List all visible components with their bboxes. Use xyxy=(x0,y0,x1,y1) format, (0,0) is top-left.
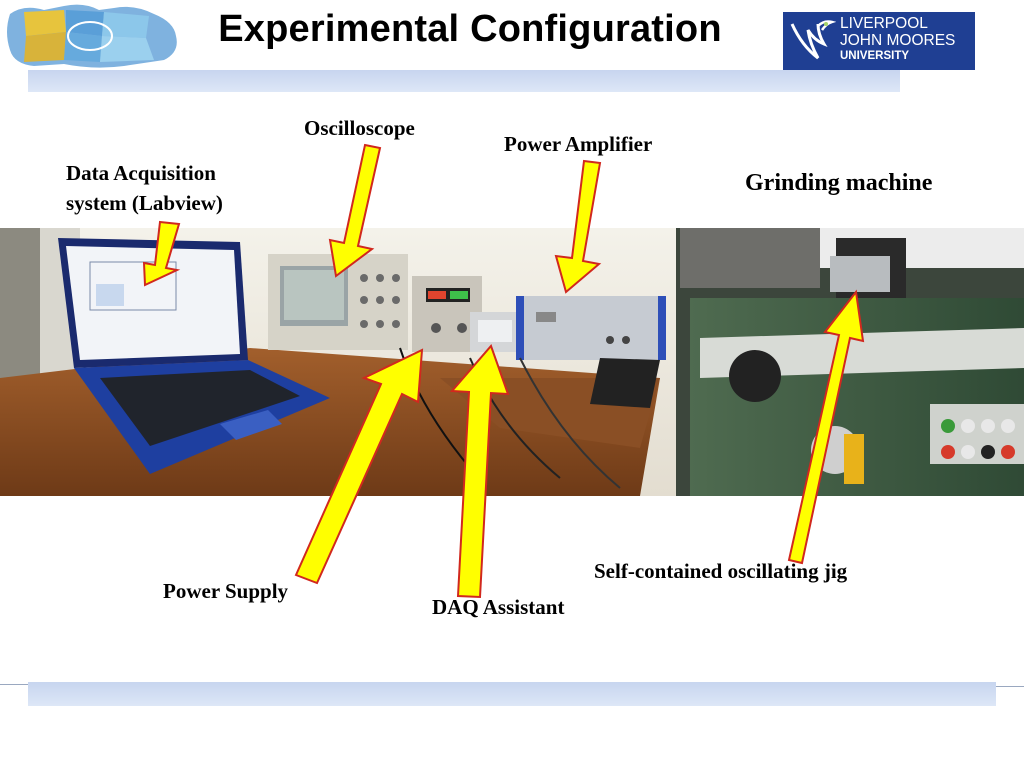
label-daq-system: Data Acquisition system (Labview) xyxy=(66,158,223,218)
label-daq-line2: system (Labview) xyxy=(66,191,223,215)
label-oscilloscope: Oscilloscope xyxy=(304,116,415,140)
footer-bar xyxy=(28,682,996,706)
logo-line3: UNIVERSITY xyxy=(840,50,910,62)
label-oscillating-jig: Self-contained oscillating jig xyxy=(594,559,848,583)
arrow-power-amplifier xyxy=(554,159,602,294)
logo-line1: LIVERPOOL xyxy=(840,15,928,32)
logo-line2: JOHN MOORES xyxy=(840,32,956,49)
arrow-daq-assistant xyxy=(449,344,510,599)
puzzle-logo xyxy=(7,4,177,68)
header-bar xyxy=(28,70,900,92)
arrow-oscilloscope xyxy=(328,143,382,278)
bird-icon xyxy=(790,20,836,60)
arrow-power-supply xyxy=(294,348,424,585)
footer-rule-left xyxy=(0,684,28,685)
label-grinding-machine: Grinding machine xyxy=(745,170,933,196)
arrow-oscillating-jig xyxy=(787,289,865,565)
slide-title: Experimental Configuration xyxy=(218,8,722,50)
university-logo xyxy=(783,12,975,70)
arrow-daq-system xyxy=(142,220,181,287)
label-power-supply: Power Supply xyxy=(163,579,289,603)
label-daq-line1: Data Acquisition xyxy=(66,161,216,185)
label-power-amplifier: Power Amplifier xyxy=(504,132,653,156)
label-daq-assistant: DAQ Assistant xyxy=(432,595,565,619)
logo-text: LIVERPOOL JOHN MOORES UNIVERSITY xyxy=(840,15,955,63)
footer-rule-right xyxy=(996,686,1024,687)
